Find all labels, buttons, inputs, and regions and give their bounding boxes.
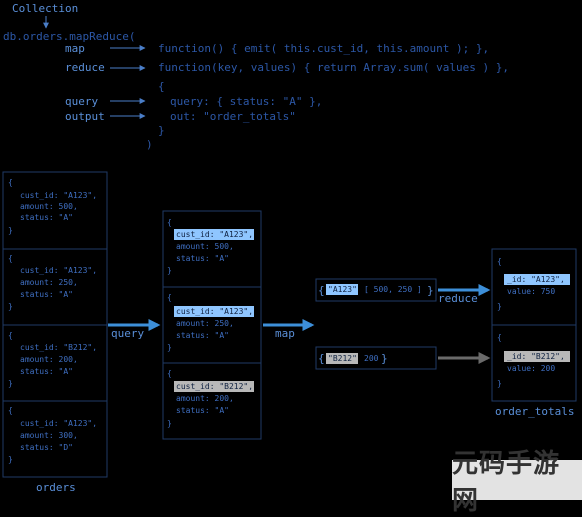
query-key-label: query	[65, 95, 98, 108]
mapped-values: 200	[364, 354, 379, 363]
reduce-function-text: function(key, values) { return Array.sum…	[158, 61, 509, 74]
mapped-values: [ 500, 250 ]	[364, 285, 422, 294]
mapped-brace: }	[427, 284, 434, 297]
map-flow-label: map	[275, 327, 295, 340]
doc-brace: }	[8, 379, 13, 388]
key-highlight	[174, 229, 254, 240]
orders-doc-card	[2, 400, 108, 478]
doc-field-status: status: "A"	[20, 290, 73, 299]
doc-brace: }	[8, 226, 13, 235]
doc-brace: {	[167, 293, 172, 302]
doc-field-cust-id: cust_id: "B212",	[20, 343, 97, 352]
doc-field-cust-id: cust_id: "A123",	[176, 307, 253, 316]
mapped-brace: {	[318, 352, 325, 365]
orders-doc-card	[2, 324, 108, 402]
collection-label: Collection	[12, 2, 78, 15]
doc-brace: }	[8, 455, 13, 464]
doc-field-status: status: "A"	[176, 331, 229, 340]
mapreduce-diagram: Collection db.orders.mapReduce( map func…	[2, 2, 577, 494]
map-key-label: map	[65, 42, 85, 55]
doc-field-status: status: "D"	[20, 443, 73, 452]
key-highlight	[174, 306, 254, 317]
result-doc-card	[491, 248, 577, 326]
doc-brace: {	[497, 257, 502, 266]
doc-brace: }	[497, 379, 502, 388]
options-open-brace: {	[158, 80, 165, 93]
mapped-groups: { "A123" [ 500, 250 ] } { "B212" 200 }	[315, 278, 437, 370]
order-totals-label: order_totals	[495, 405, 574, 418]
result-doc-card	[491, 324, 577, 402]
doc-field-status: status: "A"	[20, 367, 73, 376]
orders-doc-card	[2, 171, 108, 250]
orders-doc-card	[2, 248, 108, 326]
map-function-text: function() { emit( this.cust_id, this.am…	[158, 42, 489, 55]
mapped-brace: {	[318, 284, 325, 297]
doc-field-cust-id: cust_id: "A123",	[20, 191, 97, 200]
watermark-text: 元码手游网	[452, 449, 561, 516]
mapped-brace: }	[381, 352, 388, 365]
doc-brace: }	[167, 419, 172, 428]
doc-brace: {	[8, 178, 13, 187]
doc-field-id: _id: "A123",	[507, 275, 565, 284]
doc-brace: {	[497, 333, 502, 342]
doc-field-status: status: "A"	[20, 213, 73, 222]
query-flow-label: query	[111, 327, 144, 340]
doc-brace: }	[497, 302, 502, 311]
doc-field-amount: amount: 500,	[20, 202, 78, 211]
orders-collection: { cust_id: "A123", amount: 500, status: …	[2, 171, 108, 494]
doc-brace: }	[167, 266, 172, 275]
doc-field-value: value: 750	[507, 287, 555, 296]
doc-field-id: _id: "B212",	[507, 352, 565, 361]
out-option-text: out: "order_totals"	[170, 110, 296, 123]
doc-field-amount: amount: 250,	[176, 319, 234, 328]
doc-brace: }	[167, 343, 172, 352]
doc-field-cust-id: cust_id: "A123",	[176, 230, 253, 239]
doc-field-cust-id: cust_id: "A123",	[20, 266, 97, 275]
filtered-documents: { cust_id: "A123", amount: 500, status: …	[162, 210, 262, 440]
filtered-doc-card	[162, 362, 262, 440]
doc-field-status: status: "A"	[176, 254, 229, 263]
doc-brace: {	[8, 331, 13, 340]
key-highlight	[326, 284, 358, 295]
reduce-flow-label: reduce	[438, 292, 478, 305]
mapped-key: "B212"	[328, 354, 357, 363]
output-key-label: output	[65, 110, 105, 123]
doc-field-amount: amount: 250,	[20, 278, 78, 287]
query-option-text: query: { status: "A" },	[170, 95, 322, 108]
key-highlight	[174, 381, 254, 392]
watermark-logo: 元码手游网	[452, 449, 582, 516]
mapped-key: "A123"	[328, 285, 357, 294]
doc-field-cust-id: cust_id: "B212",	[176, 382, 253, 391]
command-close-paren: )	[146, 138, 153, 151]
doc-brace: {	[8, 406, 13, 415]
filtered-doc-card	[162, 210, 262, 288]
doc-field-cust-id: cust_id: "A123",	[20, 419, 97, 428]
reduce-key-label: reduce	[65, 61, 105, 74]
filtered-doc-card	[162, 286, 262, 364]
order-totals-collection: { _id: "A123", value: 750 } { _id: "B212…	[491, 248, 577, 418]
doc-field-amount: amount: 200,	[20, 355, 78, 364]
doc-brace: }	[8, 302, 13, 311]
doc-field-amount: amount: 500,	[176, 242, 234, 251]
orders-label: orders	[36, 481, 76, 494]
doc-field-status: status: "A"	[176, 406, 229, 415]
doc-field-value: value: 200	[507, 364, 555, 373]
command-text: db.orders.mapReduce(	[3, 30, 135, 43]
doc-brace: {	[167, 218, 172, 227]
key-highlight	[504, 351, 570, 362]
doc-field-amount: amount: 200,	[176, 394, 234, 403]
doc-brace: {	[8, 254, 13, 263]
doc-field-amount: amount: 300,	[20, 431, 78, 440]
doc-brace: {	[167, 369, 172, 378]
key-highlight	[326, 353, 358, 364]
key-highlight	[504, 274, 570, 285]
options-close-brace: }	[158, 124, 165, 137]
